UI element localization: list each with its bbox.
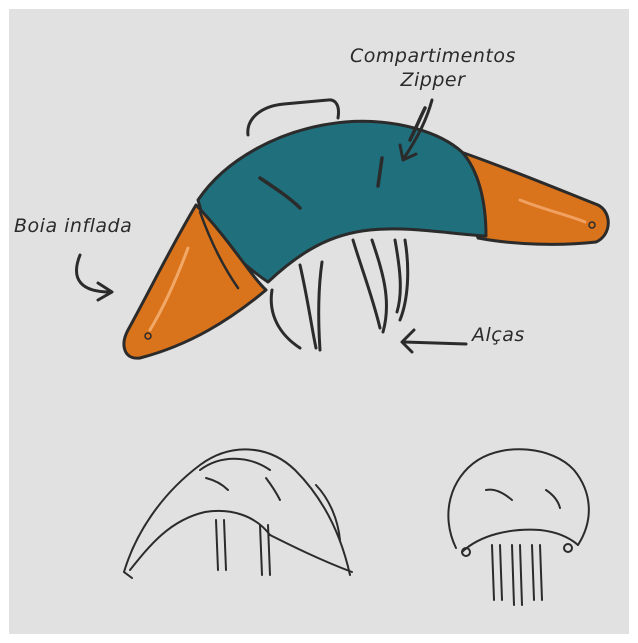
straps-front — [319, 262, 322, 350]
front-view-sketch — [448, 449, 588, 605]
arrow-to-straps — [404, 342, 466, 344]
label-compartments-line2: Zipper — [350, 68, 516, 92]
label-straps: Alças — [472, 324, 525, 346]
label-inflated-float: Boia inflada — [14, 215, 132, 237]
label-compartments: Compartimentos Zipper — [350, 44, 516, 92]
label-compartments-line1: Compartimentos — [350, 44, 516, 68]
side-view-sketch — [124, 449, 352, 578]
